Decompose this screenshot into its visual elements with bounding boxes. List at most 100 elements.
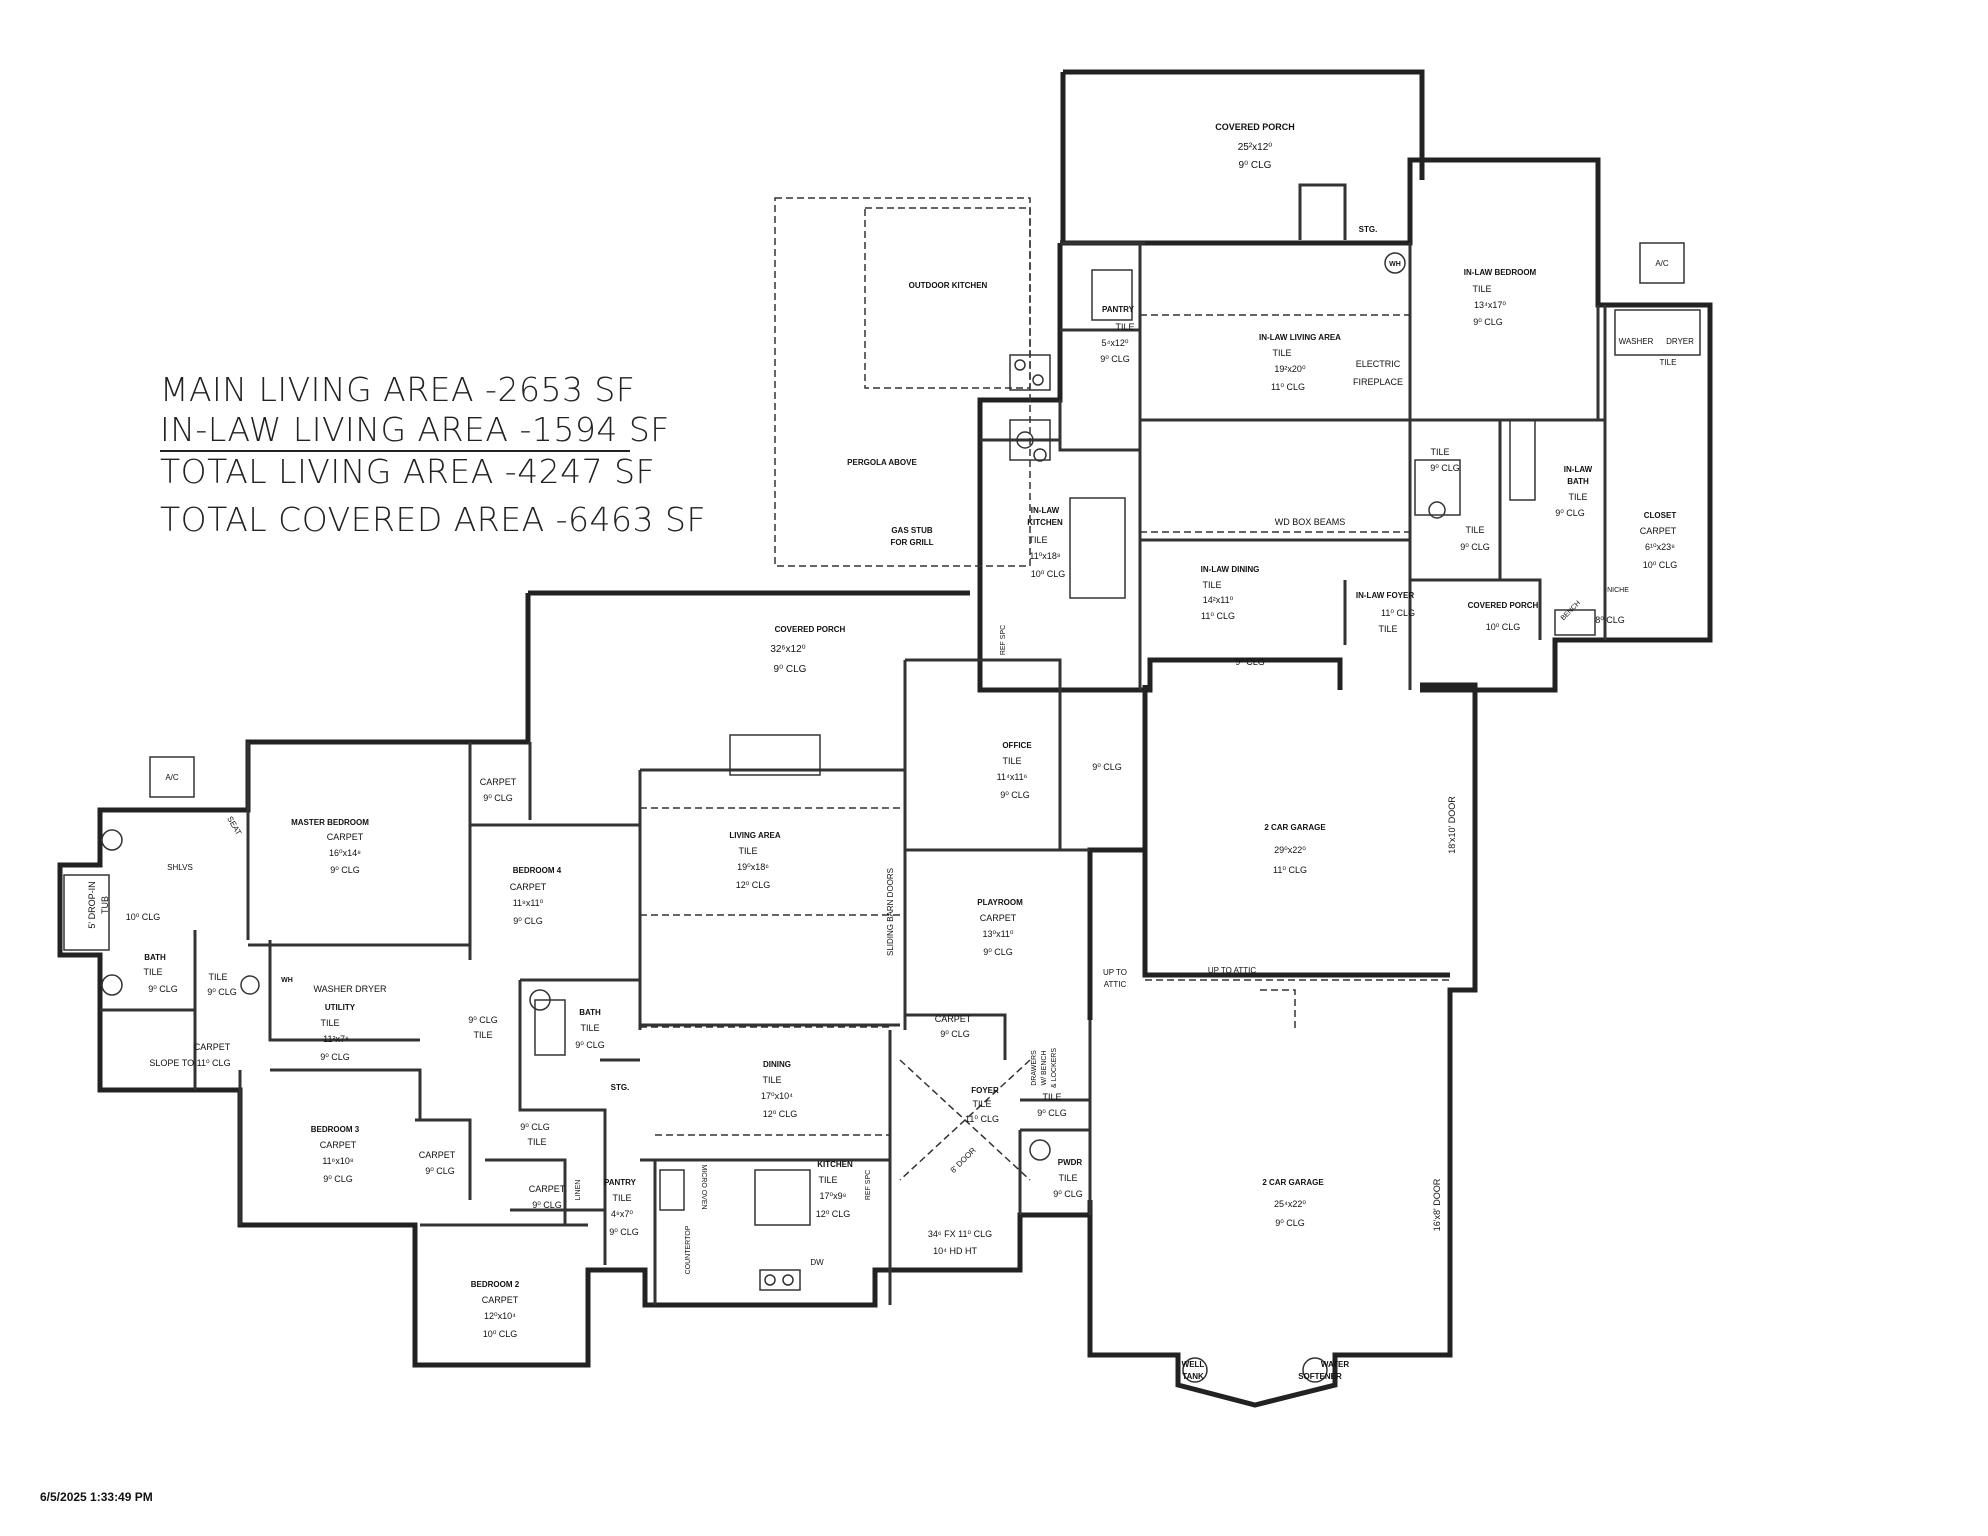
wh-top-label: WH	[1389, 261, 1401, 268]
electric-fireplace-line2: FIREPLACE	[1353, 377, 1403, 387]
area-value: 6463 SF	[568, 500, 706, 539]
dining-dims: 17⁰x10⁴	[761, 1091, 793, 1101]
ref-main-label: REF SPC	[865, 1170, 872, 1200]
up-to-attic-left-1: UP TO	[1103, 968, 1127, 977]
shlvs-label: SHLVS	[167, 863, 193, 872]
porch-front-line2: 10⁴ HD HT	[933, 1246, 977, 1256]
closet-inlaw-floor: CARPET	[1640, 526, 1677, 536]
closet-inlaw-name: CLOSET	[1644, 511, 1677, 520]
ac-box-left	[149, 756, 195, 798]
water-softener-line2: SOFTENER	[1298, 1372, 1342, 1381]
closet-inlaw-dims: 6¹⁰x23⁸	[1645, 542, 1675, 552]
area-row-main: MAIN LIVING AREA - 2653 SF	[160, 370, 635, 410]
tile-wh-clg: 9⁰ CLG	[207, 987, 237, 997]
dining-clg: 12⁰ CLG	[763, 1109, 798, 1119]
countertop-label: COUNTERTOP	[685, 1225, 692, 1274]
covered-porch-top-name: COVERED PORCH	[1215, 122, 1295, 132]
kitchen-clg: 12⁰ CLG	[816, 1209, 851, 1219]
area-value: 4247 SF	[517, 452, 656, 491]
bedroom4-floor: CARPET	[510, 882, 547, 892]
covered-porch-main-name: COVERED PORCH	[775, 625, 846, 634]
stg-top-label: STG.	[1359, 225, 1378, 234]
bedroom3-name: BEDROOM 3	[311, 1125, 360, 1134]
garage-bottom-name: 2 CAR GARAGE	[1262, 1178, 1324, 1187]
area-row-total-covered: TOTAL COVERED AREA - 6463 SF	[160, 500, 705, 540]
carpet-closet-b-floor: CARPET	[935, 1014, 972, 1024]
master-bedroom-clg: 9⁰ CLG	[330, 865, 360, 875]
inlaw-bath-floor: TILE	[1568, 492, 1587, 502]
hall-tile-b-clg: 9⁰ CLG	[520, 1122, 550, 1132]
ac-left-label: A/C	[165, 773, 179, 782]
utility-dims: 11²x7⁸	[323, 1034, 349, 1044]
inlaw-living-dims: 19²x20⁰	[1274, 364, 1306, 374]
inlaw-kitchen-line1: IN-LAW	[1031, 506, 1060, 515]
inlaw-bedroom-floor: TILE	[1472, 284, 1491, 294]
area-row-inlaw: IN-LAW LIVING AREA - 1594 SF	[160, 410, 669, 452]
micro-oven-label: MICRO OVEN	[700, 1164, 707, 1209]
master-bedroom-name: MASTER BEDROOM	[291, 818, 369, 827]
closet-master-name: CARPET	[194, 1042, 231, 1052]
electric-fireplace-line1: ELECTRIC	[1356, 359, 1401, 369]
living-area-clg: 12⁰ CLG	[736, 880, 771, 890]
carpet-closet-d-clg: 9⁰ CLG	[532, 1200, 562, 1210]
inlaw-kitchen-line2: KITCHEN	[1027, 518, 1063, 527]
playroom-clg: 9⁰ CLG	[983, 947, 1013, 957]
master-bath-clg: 10⁰ CLG	[126, 912, 161, 922]
pantry-inlaw-clg: 9⁰ CLG	[1100, 354, 1130, 364]
foyer-floor: TILE	[972, 1099, 991, 1109]
dining-floor: TILE	[762, 1075, 781, 1085]
covered-porch-top-dims: 25²x12⁰	[1238, 142, 1273, 153]
pergola-label: PERGOLA ABOVE	[847, 458, 917, 467]
area-label: TOTAL COVERED AREA -	[160, 500, 569, 539]
tile-wh-floor: TILE	[208, 972, 227, 982]
pantry-main-floor: TILE	[612, 1193, 631, 1203]
bath-hall-clg: 9⁰ CLG	[575, 1040, 605, 1050]
playroom-dims: 13⁰x11⁰	[982, 929, 1013, 939]
closet-carpet-a-floor: CARPET	[480, 777, 517, 787]
foyer-name: FOYER	[971, 1086, 999, 1095]
inlaw-bath-clg: 9⁰ CLG	[1555, 508, 1585, 518]
playroom-name: PLAYROOM	[977, 898, 1023, 907]
living-area-floor: TILE	[738, 846, 757, 856]
garage-bottom-clg: 9⁰ CLG	[1275, 1218, 1305, 1228]
area-value: 2653 SF	[497, 370, 636, 409]
closet-carpet-a-clg: 9⁰ CLG	[483, 793, 513, 803]
timestamp: 6/5/2025 1:33:49 PM	[40, 1490, 153, 1504]
inlaw-bath-line2: BATH	[1567, 477, 1589, 486]
area-summary: MAIN LIVING AREA - 2653 SF IN-LAW LIVING…	[160, 370, 705, 540]
up-to-attic-left-2: ATTIC	[1104, 980, 1127, 989]
pwdr-name: PWDR	[1058, 1158, 1083, 1167]
inlaw-bedroom-clg: 9⁰ CLG	[1473, 317, 1503, 327]
porch-front-line1: 34⁶ FX 11⁰ CLG	[928, 1229, 992, 1239]
kitchen-floor: TILE	[818, 1175, 837, 1185]
inlaw-foyer-floor: TILE	[1378, 624, 1397, 634]
washer-dryer-inlaw-floor: TILE	[1660, 358, 1677, 367]
pantry-inlaw-dims: 5⁴x12⁰	[1102, 338, 1129, 348]
playroom-floor: CARPET	[980, 913, 1017, 923]
master-bedroom-dims: 16⁰x14⁸	[329, 848, 361, 858]
inlaw-bath-line1: IN-LAW	[1564, 465, 1593, 474]
inlaw-tile-a-floor: TILE	[1430, 447, 1449, 457]
garage-hall-clg: 9⁰ CLG	[1092, 762, 1122, 772]
carpet-closet-c-clg: 9⁰ CLG	[425, 1166, 455, 1176]
room-labels: COVERED PORCH 25²x12⁰ 9⁰ CLG OUTDOOR KIT…	[87, 122, 1694, 1381]
dropin-tub-line2: TUB	[100, 896, 110, 914]
niche-clg: 8⁰ CLG	[1595, 615, 1625, 625]
carpet-closet-b-clg: 9⁰ CLG	[940, 1029, 970, 1039]
hall-tile-a-clg: 9⁰ CLG	[468, 1015, 498, 1025]
inlaw-dining-name: IN-LAW DINING	[1201, 565, 1260, 574]
garage-top-dims: 29⁰x22⁰	[1274, 845, 1306, 855]
hall-tile-b-floor: TILE	[527, 1137, 546, 1147]
garage-door-top: 18'x10' DOOR	[1447, 796, 1457, 854]
utility-name: UTILITY	[325, 1003, 356, 1012]
outdoor-kitchen-label: OUTDOOR KITCHEN	[909, 281, 988, 290]
inlaw-living-clg: 11⁰ CLG	[1271, 382, 1305, 392]
covered-porch-main-clg: 9⁰ CLG	[774, 664, 807, 675]
bedroom2-dims: 12⁰x10⁴	[484, 1311, 516, 1321]
front-door-label: 8' DOOR	[949, 1146, 978, 1175]
covered-porch-top-clg: 9⁰ CLG	[1239, 160, 1272, 171]
carpet-closet-c-floor: CARPET	[419, 1150, 456, 1160]
office-dims: 11⁴x11⁶	[997, 772, 1028, 782]
barn-doors-label: SLIDING BARN DOORS	[886, 868, 895, 956]
